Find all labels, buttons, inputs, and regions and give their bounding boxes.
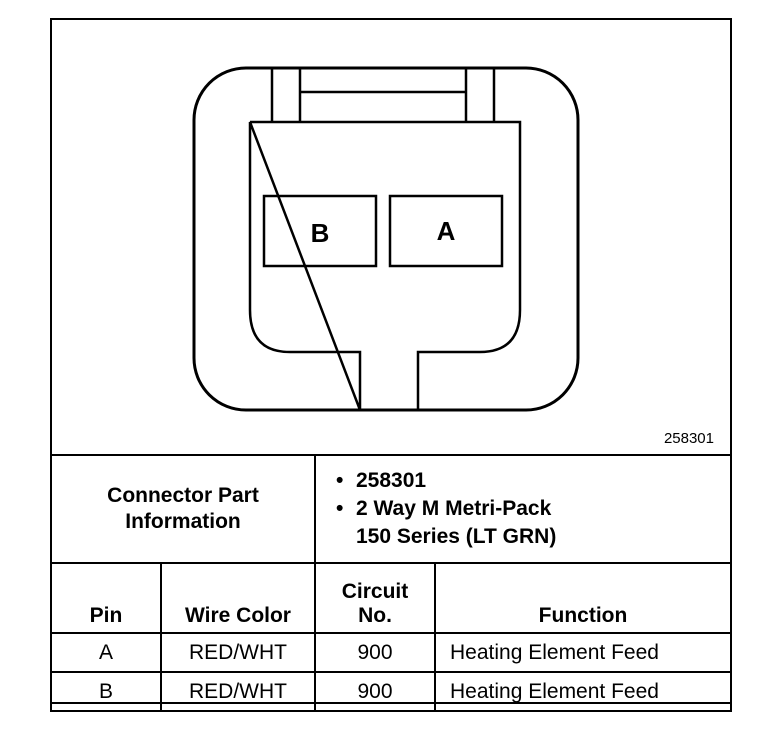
header-pin: Pin	[50, 562, 162, 634]
pin-label-a: A	[436, 216, 456, 246]
cell-pin: A	[50, 632, 162, 673]
connector-info-title-line2: Information	[125, 510, 241, 533]
header-circuit-line2: No.	[358, 604, 392, 627]
header-function: Function	[434, 562, 732, 634]
cell-function: Heating Element Feed	[434, 671, 732, 712]
cell-wire-color: RED/WHT	[160, 632, 316, 673]
header-circuit-line1: Circuit	[341, 580, 409, 603]
connector-info-title: Connector Part Information	[50, 454, 316, 564]
connector-info-item: 258301	[336, 467, 730, 495]
cell-wire-color: RED/WHT	[160, 671, 316, 712]
cavity-b	[262, 194, 378, 268]
table-row: B RED/WHT 900 Heating Element Feed	[50, 671, 732, 712]
cell-circuit: 900	[314, 671, 436, 712]
connector-info-table: Connector Part Information 258301 2 Way …	[50, 454, 732, 564]
header-wire-color: Wire Color	[160, 562, 316, 634]
pin-table: Pin Wire Color Circuit No. Function A RE…	[50, 562, 732, 712]
cell-circuit: 900	[314, 632, 436, 673]
figure-id-label: 258301	[663, 430, 714, 447]
table-row: A RED/WHT 900 Heating Element Feed	[50, 632, 732, 673]
connector-info-item: 2 Way M Metri-Pack	[336, 495, 730, 523]
connector-info-item-continued: 150 Series (LT GRN)	[356, 525, 557, 548]
pin-table-header-row: Pin Wire Color Circuit No. Function	[50, 562, 732, 634]
pin-label-b: B	[310, 218, 330, 248]
connector-inner-body	[248, 120, 522, 411]
connector-info-list: 258301 2 Way M Metri-Pack 150 Series (LT…	[314, 454, 732, 564]
connector-face-drawing	[192, 66, 580, 412]
header-circuit: Circuit No.	[314, 562, 436, 634]
cell-pin: B	[50, 671, 162, 712]
cell-function: Heating Element Feed	[434, 632, 732, 673]
cavity-a	[388, 194, 504, 268]
connector-info-title-line1: Connector Part	[107, 484, 259, 507]
figure-frame: B A 258301 Connector Part Information 25…	[50, 18, 732, 712]
connector-housing	[192, 66, 580, 412]
